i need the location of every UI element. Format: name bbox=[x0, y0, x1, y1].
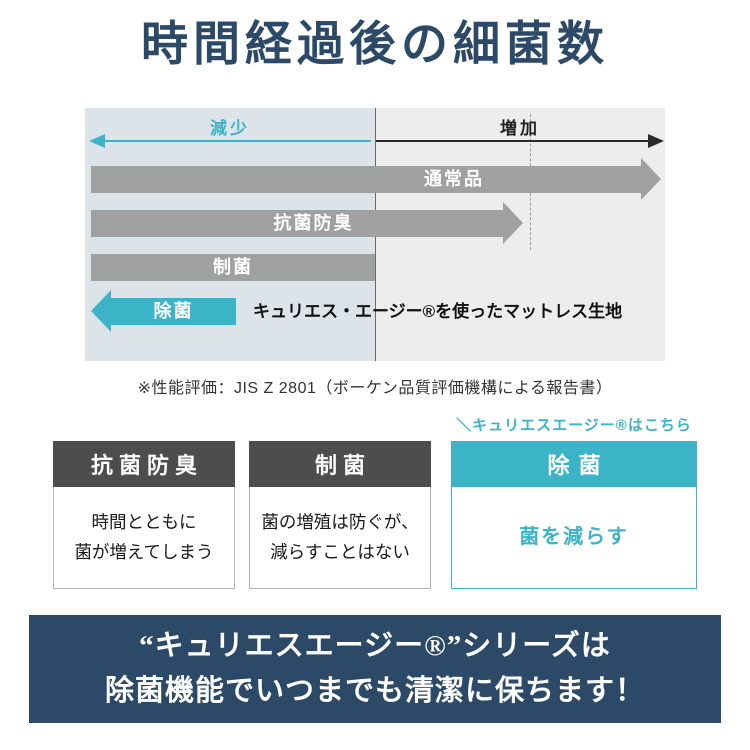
sterilizing-product-annotation: キュリエス・エージー®を使ったマットレス生地 bbox=[253, 301, 623, 321]
bar-regular-product: 通常品 bbox=[91, 157, 661, 200]
bar-label-bacteriostatic: 制菌 bbox=[213, 256, 253, 277]
card-antibacterial-deodorant: 抗菌防臭 時間とともに 菌が増えてしまう bbox=[53, 440, 235, 589]
bar-label-sterilizing: 除菌 bbox=[153, 300, 194, 321]
card-body-bacteriostatic: 菌の増殖は防ぐが、 減らすことはない bbox=[249, 486, 431, 589]
bar-label-antibacterial-deodorant: 抗菌防臭 bbox=[273, 212, 354, 233]
performance-evaluation-note: ※性能評価：JIS Z 2801（ボーケン品質評価機構による報告書） bbox=[137, 379, 613, 397]
banner-line-2: 除菌機能でいつまでも清潔に保ちます！ bbox=[104, 674, 645, 707]
bar-bacteriostatic: 制菌 bbox=[91, 253, 375, 281]
card-sterilizing: 除菌 菌を減らす bbox=[451, 440, 697, 589]
comparison-cards: 抗菌防臭 時間とともに 菌が増えてしまう 制菌 菌の増殖は防ぐが、 減らすことは… bbox=[53, 440, 697, 589]
page-title: 時間経過後の細菌数 bbox=[141, 19, 609, 71]
card-title-antibacterial-deodorant: 抗菌防臭 bbox=[53, 440, 235, 487]
decrease-arrow-icon bbox=[89, 133, 371, 148]
card-body-sterilizing: 菌を減らす bbox=[451, 486, 697, 589]
comparison-section: ＼キュリエスエージー®はこちら 抗菌防臭 時間とともに 菌が増えてしまう 制菌 … bbox=[53, 414, 697, 589]
bar-antibacterial-deodorant: 抗菌防臭 bbox=[91, 201, 523, 244]
product-callout: ＼キュリエスエージー®はこちら bbox=[456, 416, 692, 434]
card-bacteriostatic: 制菌 菌の増殖は防ぐが、 減らすことはない bbox=[249, 440, 431, 589]
bar-sterilizing: 除菌 bbox=[91, 289, 236, 332]
axis-label-increase: 増加 bbox=[500, 118, 540, 138]
bottom-banner: “キュリエスエージー®”シリーズは 除菌機能でいつまでも清潔に保ちます！ bbox=[29, 614, 721, 723]
banner-line-1: “キュリエスエージー®”シリーズは bbox=[139, 629, 611, 662]
card-title-sterilizing: 除菌 bbox=[451, 440, 697, 487]
bar-label-regular-product: 通常品 bbox=[424, 168, 484, 189]
card-title-bacteriostatic: 制菌 bbox=[249, 440, 431, 487]
axis-label-decrease: 減少 bbox=[210, 118, 250, 138]
increase-arrow-icon bbox=[376, 133, 664, 148]
bacteria-over-time-chart: 減少 増加 通常品 抗菌防臭 制菌 除菌 キュリエス・エージー®を使ったマットレ… bbox=[85, 107, 665, 361]
card-body-antibacterial-deodorant: 時間とともに 菌が増えてしまう bbox=[53, 486, 235, 589]
